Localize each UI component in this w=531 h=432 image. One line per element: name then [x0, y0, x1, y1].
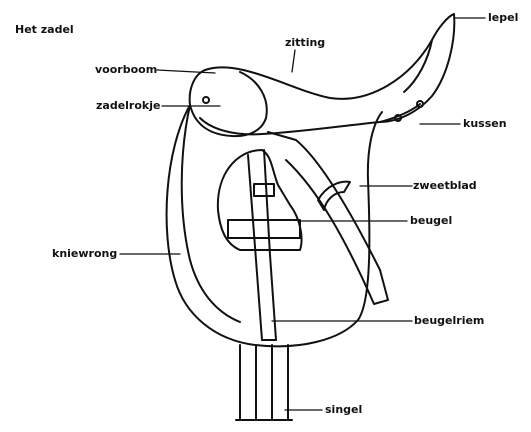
- stirrup-leather-front: [248, 150, 276, 340]
- stirrup-iron: [218, 150, 302, 250]
- label-beugelriem: beugelriem: [414, 314, 484, 327]
- knee-roll-outline: [182, 105, 240, 322]
- leader-zitting: [292, 50, 295, 72]
- label-kussen: kussen: [463, 117, 507, 130]
- label-kniewrong: kniewrong: [52, 247, 117, 260]
- pommel-outline: [190, 70, 267, 136]
- stirrup-buckle: [254, 184, 274, 196]
- label-zadelrokje: zadelrokje: [96, 99, 160, 112]
- label-voorboom: voorboom: [95, 63, 157, 76]
- label-lepel: lepel: [488, 11, 518, 24]
- label-zweetblad: zweetblad: [413, 179, 477, 192]
- label-zitting: zitting: [285, 36, 325, 49]
- label-singel: singel: [325, 403, 362, 416]
- label-beugel: beugel: [410, 214, 452, 227]
- stirrup-tread: [228, 220, 300, 238]
- pommel-rivet: [203, 97, 209, 103]
